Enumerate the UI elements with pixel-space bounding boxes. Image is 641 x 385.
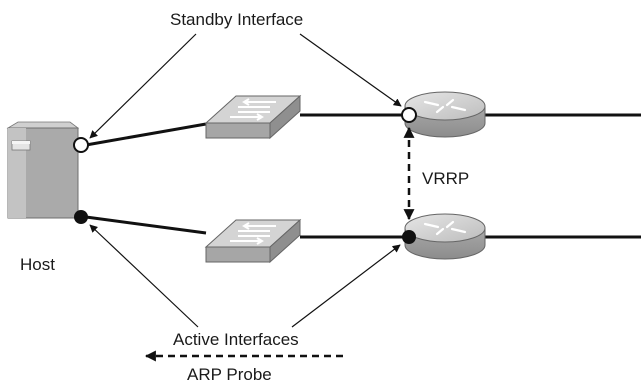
active-interfaces-label: Active Interfaces [173,330,299,349]
arp-probe-label: ARP Probe [187,365,272,384]
active-arrow-to-host [89,224,199,328]
router-top [404,91,486,138]
host-active-interface [74,210,88,224]
host-standby-interface [73,137,89,153]
network-links [85,113,641,239]
host-server [6,121,80,219]
link-host-top-switch [85,122,207,147]
active-arrow-to-router [291,244,401,328]
standby-interface-label: Standby Interface [170,10,303,29]
link-host-bottom-switch [85,215,207,235]
switch-bottom [204,218,302,264]
switch-top [204,94,302,140]
vrrp-label: VRRP [422,169,469,188]
standby-arrow-to-router [299,33,402,107]
host-label: Host [20,255,55,274]
router-top-standby-interface [401,107,417,123]
standby-arrow-to-host [89,33,197,139]
router-bottom [404,213,486,260]
router-bottom-active-interface [402,230,416,244]
